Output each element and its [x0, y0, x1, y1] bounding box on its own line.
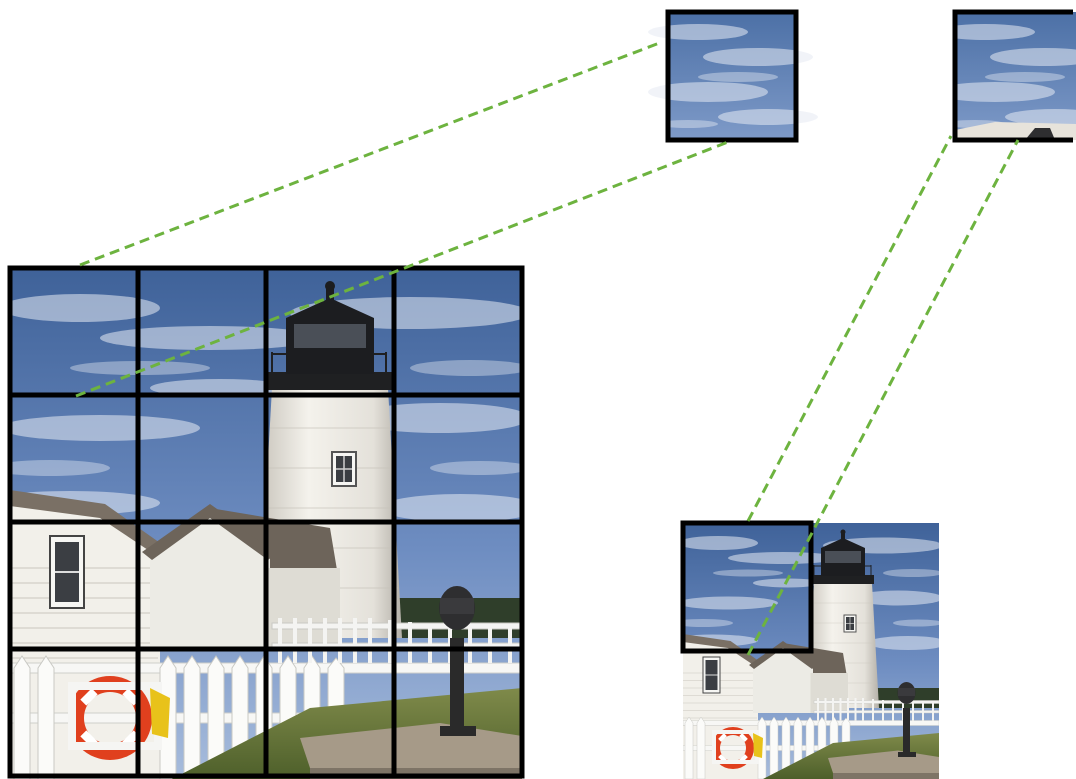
- highlight-patch: [680, 520, 814, 654]
- connector-line: [746, 139, 1020, 656]
- zoomed-patch-corner: [952, 9, 1076, 143]
- large-grid-image: [7, 265, 525, 779]
- connector-line: [79, 40, 663, 267]
- grid-cell: [391, 646, 525, 779]
- connector-line: [75, 140, 729, 398]
- zoomed-patch-sky: [648, 9, 818, 143]
- small-full-image: [680, 520, 948, 779]
- connector-lines: [75, 40, 1020, 656]
- connector-line: [746, 135, 953, 522]
- grid-lines: [7, 265, 525, 779]
